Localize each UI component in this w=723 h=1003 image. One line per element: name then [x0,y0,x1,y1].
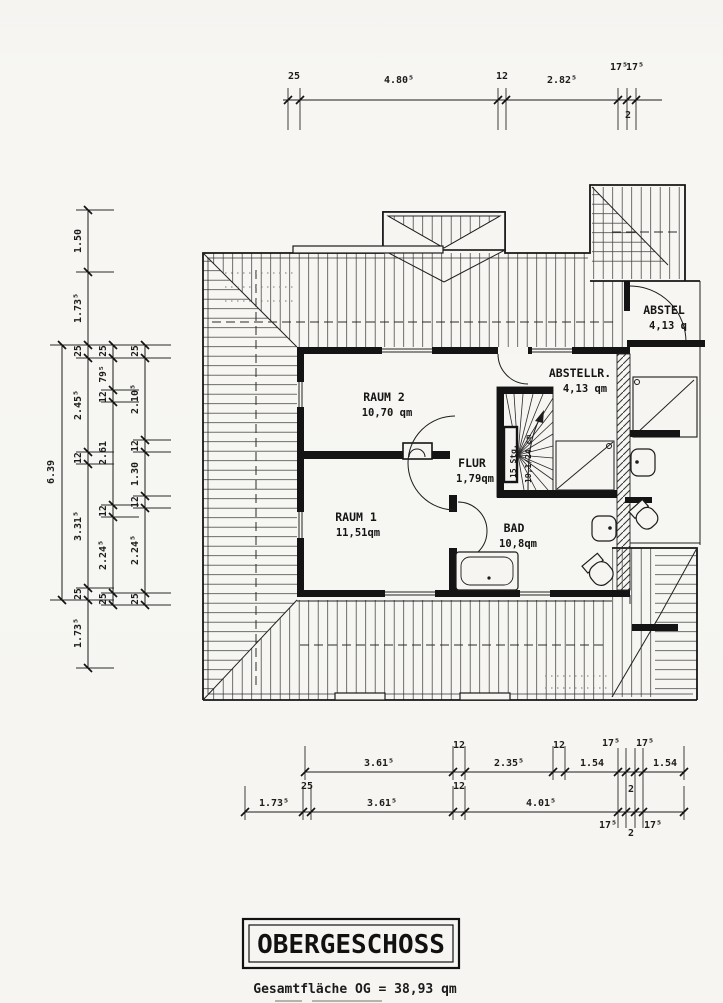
stair-treads [505,393,554,491]
wc-neighbour [628,498,659,530]
dim-label: 25 [98,345,109,357]
exterior-walls [297,347,630,597]
dim-label: 1.73⁵ [73,293,84,323]
dim-label: 79⁵ [98,365,109,382]
dimension-chain-top: 25 4.80⁵ 12 2.82⁵ 17⁵ 17⁵ 2 [283,62,662,131]
dormer [382,211,506,283]
staircase: 15 Stg. 19,1/24 cm [496,386,617,498]
party-wall [616,353,631,591]
dim-label: 1.54 [580,758,604,769]
room-area-bad: 10,8qm [499,538,537,550]
dim-label: 12 [553,740,565,751]
stair-walk-line [527,410,544,493]
room-label-flur: FLUR [458,456,486,470]
window-top-2 [532,347,572,354]
stair-rise-run-label: 19,1/24 cm [524,435,533,483]
dim-label: 25 [130,345,141,357]
dim-label: 12 [130,496,141,507]
eave-details [292,245,511,701]
storage-diagonal [555,440,615,491]
dim-label: 25 [130,593,141,605]
dim-label: 2.82⁵ [547,75,577,86]
dim-label: 1.50 [73,229,84,253]
dim-label: 25 [301,781,313,792]
bathtub [455,551,519,591]
dim-label: 25 [73,345,84,357]
room-label-raum2: RAUM 2 [363,390,405,404]
dimension-chains-bottom: 3.61⁵ 12 2.35⁵ 12 1.54 17⁵ 17⁵ 2 1.54 1.… [240,738,689,839]
dim-label: 2.35⁵ [494,758,524,769]
dim-label: 1.30 [130,462,141,486]
dimension-chains-left: 6.39 1.50 1.73⁵ 25 2.45⁵ 12 3.31⁵ 25 1.7… [46,205,172,673]
room-area-abstellraum: 4,13 qm [563,383,607,395]
dim-label: 17⁵ [636,738,654,749]
room-label-bad: BAD [504,521,525,535]
dim-label: 12 [98,391,109,402]
wc [581,552,614,586]
room-area-raum1: 11,51qm [336,527,380,539]
title-block: OBERGESCHOSS Gesamtfläche OG = 38,93 qm [241,917,461,1002]
room-labels: RAUM 2 10,70 qm RAUM 1 11,51qm FLUR 1,79… [335,303,687,550]
door-opening-top [498,347,528,354]
dim-label: 1.73⁵ [259,798,289,809]
dim-label: 1.73⁵ [73,618,84,648]
dim-label: 2.24⁵ [98,540,109,570]
dim-label: 12 [73,452,84,463]
dim-label: 2.10⁵ [130,384,141,414]
dim-label: 2 [625,110,631,121]
dim-label: 25 [288,71,300,82]
dim-label: 17⁵ [610,62,628,73]
dim-label: 2.45⁵ [73,390,84,420]
bath-fixtures [455,515,617,591]
dim-label: 12 [98,505,109,516]
dim-label: 17⁵ [644,820,662,831]
shower [632,376,698,438]
dim-label: 12 [453,781,465,792]
dim-label: 12 [130,440,141,451]
dim-label: 2.61 [98,441,109,465]
window-left-2 [297,512,304,538]
dim-label: 4.01⁵ [526,798,556,809]
window-left-1 [297,382,304,407]
stair-newel-wall [502,425,519,484]
interior-walls [297,442,457,590]
window-top-1 [382,347,432,354]
dim-label: 17⁵ [626,62,644,73]
dim-label: 6.39 [46,460,57,484]
window-bottom-2 [520,590,550,597]
neighbour-rooms [555,281,705,631]
room-area-raum2: 10,70 qm [362,407,413,419]
tick-cluster [613,748,648,828]
dim-label: 12 [453,740,465,751]
washbasin [591,515,617,542]
room-area-flur: 1,79qm [456,473,494,485]
dim-label: 17⁵ [599,820,617,831]
window-bottom-1 [385,590,435,597]
dim-label: 2 [628,828,634,839]
dim-label: 3.61⁵ [367,798,397,809]
dim-label: 12 [496,71,508,82]
room-label-raum1: RAUM 1 [335,510,377,524]
room-label-abstell-cut: ABSTEL [643,303,685,317]
dim-label: 25 [98,593,109,605]
total-area-label: Gesamtfläche OG = 38,93 qm [253,982,457,997]
dim-label: 2.24⁵ [130,535,141,565]
wall-symbol [402,442,433,460]
dim-label: 3.61⁵ [364,758,394,769]
dim-label: 1.54 [653,758,677,769]
washbasin-neighbour [630,448,656,477]
drawing-title: OBERGESCHOSS [257,930,445,960]
room-area-abstell-cut: 4,13 q [649,320,687,332]
dim-label: 17⁵ [602,738,620,749]
dim-label: 4.80⁵ [384,75,414,86]
dim-label: 3.31⁵ [73,511,84,541]
stair-risers-label: 15 Stg. [509,444,518,478]
dim-label: 25 [73,588,84,600]
dim-label: 2 [628,784,634,795]
room-label-abstellraum: ABSTELLR. [549,366,611,380]
